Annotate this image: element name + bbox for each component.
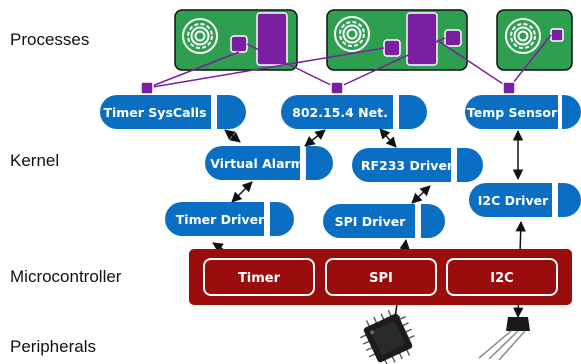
capsule-timer-syscalls: Timer SysCalls: [100, 81, 246, 129]
capsule-label: 802.15.4 Net.: [292, 105, 388, 120]
layer-label-kernel: Kernel: [10, 151, 59, 170]
capsule-virtual-alarm: Virtual Alarm: [205, 146, 333, 180]
capsule-label: Virtual Alarm: [210, 156, 303, 171]
process-memory-box: [256, 12, 288, 66]
hw-block-spi: [325, 258, 437, 296]
hw-label-spi: SPI: [369, 271, 393, 286]
syscall-port: [330, 81, 344, 95]
syscall-port: [502, 81, 516, 95]
layer-label-microcontroller: Microcontroller: [10, 267, 122, 286]
process-3: [496, 9, 573, 71]
syscall-connections: [146, 34, 552, 89]
capsule-label: I2C Driver: [478, 193, 549, 208]
capsule-label: Temp Sensor: [467, 105, 558, 120]
grant-region-box: [230, 35, 248, 53]
grant-region-box: [383, 39, 401, 57]
capsule-rf233-driver: RF233 Driver: [352, 148, 483, 182]
process-1: [174, 9, 298, 71]
capsule-802154-net: 802.15.4 Net.: [281, 81, 427, 129]
hw-label-timer: Timer: [238, 271, 281, 286]
temperature-sensor-icon: [478, 317, 530, 361]
microchip-icon: [359, 309, 415, 364]
capsule-label: Timer SysCalls: [103, 105, 206, 120]
capsule-label: RF233 Driver: [361, 158, 454, 173]
hw-label-i2c: I2C: [490, 271, 513, 286]
process-memory-box: [406, 12, 438, 66]
grant-region-box: [444, 29, 462, 47]
layer-label-peripherals: Peripherals: [10, 337, 96, 356]
capsule-label: SPI Driver: [335, 214, 407, 229]
grant-region-box: [550, 28, 564, 42]
capsule-timer-driver: Timer Driver: [165, 202, 294, 236]
capsule-label: Timer Driver: [176, 212, 265, 227]
microcontroller-bar: Timer SPI I2C: [189, 249, 572, 305]
capsule-i2c-driver: I2C Driver: [469, 183, 581, 217]
syscall-port: [140, 81, 154, 95]
hw-block-timer: [203, 258, 315, 296]
hw-block-i2c: [446, 258, 558, 296]
capsule-temp-sensor: Temp Sensor: [465, 81, 581, 129]
layer-label-processes: Processes: [10, 30, 89, 49]
capsule-spi-driver: SPI Driver: [323, 204, 445, 238]
